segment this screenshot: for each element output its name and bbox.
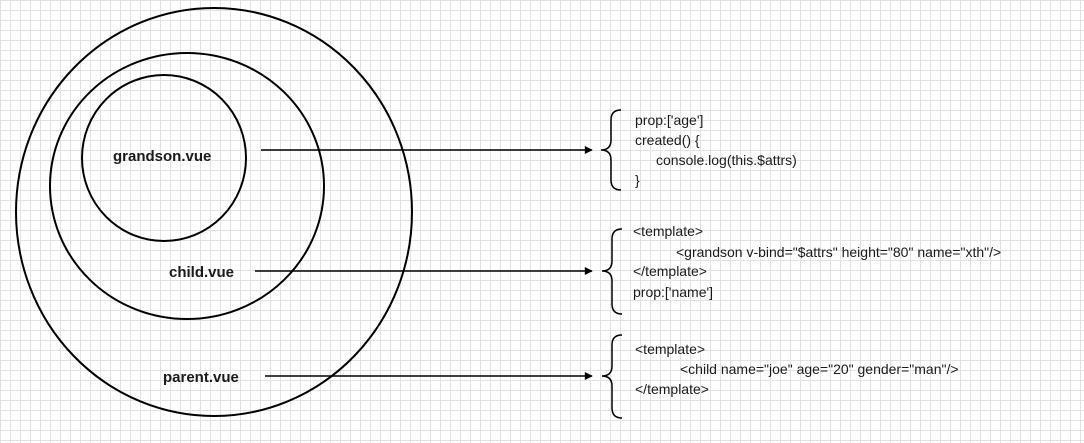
parent-label: parent.vue: [163, 369, 239, 386]
child-code-line: <grandson v-bind="$attrs" height="80" na…: [676, 244, 1001, 260]
parent-code-line: <child name="joe" age="20" gender="man"/…: [680, 361, 959, 377]
grandson-code-block: prop:['age'] created() { console.log(thi…: [635, 112, 797, 188]
parent-brace: [601, 334, 623, 419]
child-circle: [49, 52, 325, 320]
grandson-code-line: prop:['age']: [635, 112, 703, 128]
parent-code-line: </template>: [635, 381, 709, 397]
grandson-code-line: console.log(this.$attrs): [656, 152, 797, 168]
grandson-label: grandson.vue: [113, 148, 211, 165]
child-code-block: <template> <grandson v-bind="$attrs" hei…: [633, 223, 1001, 300]
child-code-line: prop:['name']: [633, 284, 713, 300]
child-label: child.vue: [169, 264, 234, 281]
grandson-brace: [600, 109, 622, 191]
parent-code-line: <template>: [635, 341, 705, 357]
parent-code-block: <template> <child name="joe" age="20" ge…: [635, 341, 959, 397]
child-code-line: </template>: [633, 263, 707, 279]
grandson-circle: [81, 74, 247, 242]
child-brace: [601, 228, 623, 315]
child-code-line: <template>: [633, 223, 703, 239]
grandson-code-line: }: [635, 172, 640, 188]
parent-circle: [15, 7, 413, 417]
grandson-code-line: created() {: [635, 132, 700, 148]
